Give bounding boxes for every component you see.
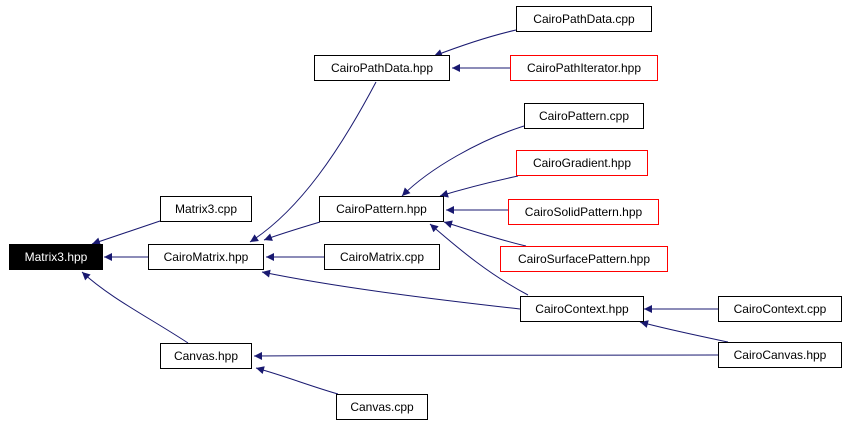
edge-cairopatterncpp-to-cairopatternhpp bbox=[401, 125, 525, 197]
node-cairomatrix-hpp[interactable]: CairoMatrix.hpp bbox=[148, 244, 264, 270]
edge-cairocanvashpp-to-canvashpp bbox=[253, 351, 719, 360]
node-cairomatrix-cpp[interactable]: CairoMatrix.cpp bbox=[324, 244, 440, 270]
edge-matrix3cpp-to-matrix3hpp bbox=[91, 220, 161, 246]
node-cairopathdata-hpp[interactable]: CairoPathData.hpp bbox=[314, 55, 450, 81]
node-cairosolidpattern-hpp[interactable]: CairoSolidPattern.hpp bbox=[508, 199, 659, 225]
node-canvas-hpp[interactable]: Canvas.hpp bbox=[160, 343, 252, 369]
node-cairopathiterator-hpp[interactable]: CairoPathIterator.hpp bbox=[510, 55, 658, 81]
edge-canvascpp-to-canvashpp bbox=[255, 366, 339, 395]
edge-cairosurfacepatternhpp-to-cairopatternhpp bbox=[443, 220, 527, 247]
node-cairopattern-cpp[interactable]: CairoPattern.cpp bbox=[524, 103, 644, 129]
edge-cairocontexthpp-to-cairomatrixhpp bbox=[261, 269, 521, 310]
node-cairogradient-hpp[interactable]: CairoGradient.hpp bbox=[516, 150, 648, 176]
edge-cairopatternhpp-to-cairomatrixhpp bbox=[263, 221, 321, 241]
node-cairocontext-hpp[interactable]: CairoContext.hpp bbox=[520, 296, 644, 322]
node-cairocanvas-hpp[interactable]: CairoCanvas.hpp bbox=[718, 342, 842, 368]
node-cairosurfacepattern-hpp[interactable]: CairoSurfacePattern.hpp bbox=[500, 246, 668, 272]
edge-cairocontexthpp-to-cairopatternhpp bbox=[429, 223, 529, 296]
edge-cairopathdatacpp-to-cairopathdatahpp bbox=[433, 29, 517, 57]
edge-cairogradienthpp-to-cairopatternhpp bbox=[439, 175, 519, 198]
node-cairopathdata-cpp[interactable]: CairoPathData.cpp bbox=[516, 6, 652, 32]
node-cairopattern-hpp[interactable]: CairoPattern.hpp bbox=[319, 196, 444, 222]
edge-cairocanvashpp-to-cairocontexthpp bbox=[639, 320, 729, 343]
node-matrix3-hpp: Matrix3.hpp bbox=[9, 244, 103, 270]
edge-cairopathdatahpp-to-cairomatrixhpp bbox=[249, 81, 377, 243]
edge-canvashpp-to-matrix3hpp bbox=[81, 271, 189, 344]
node-cairocontext-cpp[interactable]: CairoContext.cpp bbox=[718, 296, 842, 322]
node-matrix3-cpp[interactable]: Matrix3.cpp bbox=[160, 196, 252, 222]
node-canvas-cpp[interactable]: Canvas.cpp bbox=[336, 394, 428, 420]
